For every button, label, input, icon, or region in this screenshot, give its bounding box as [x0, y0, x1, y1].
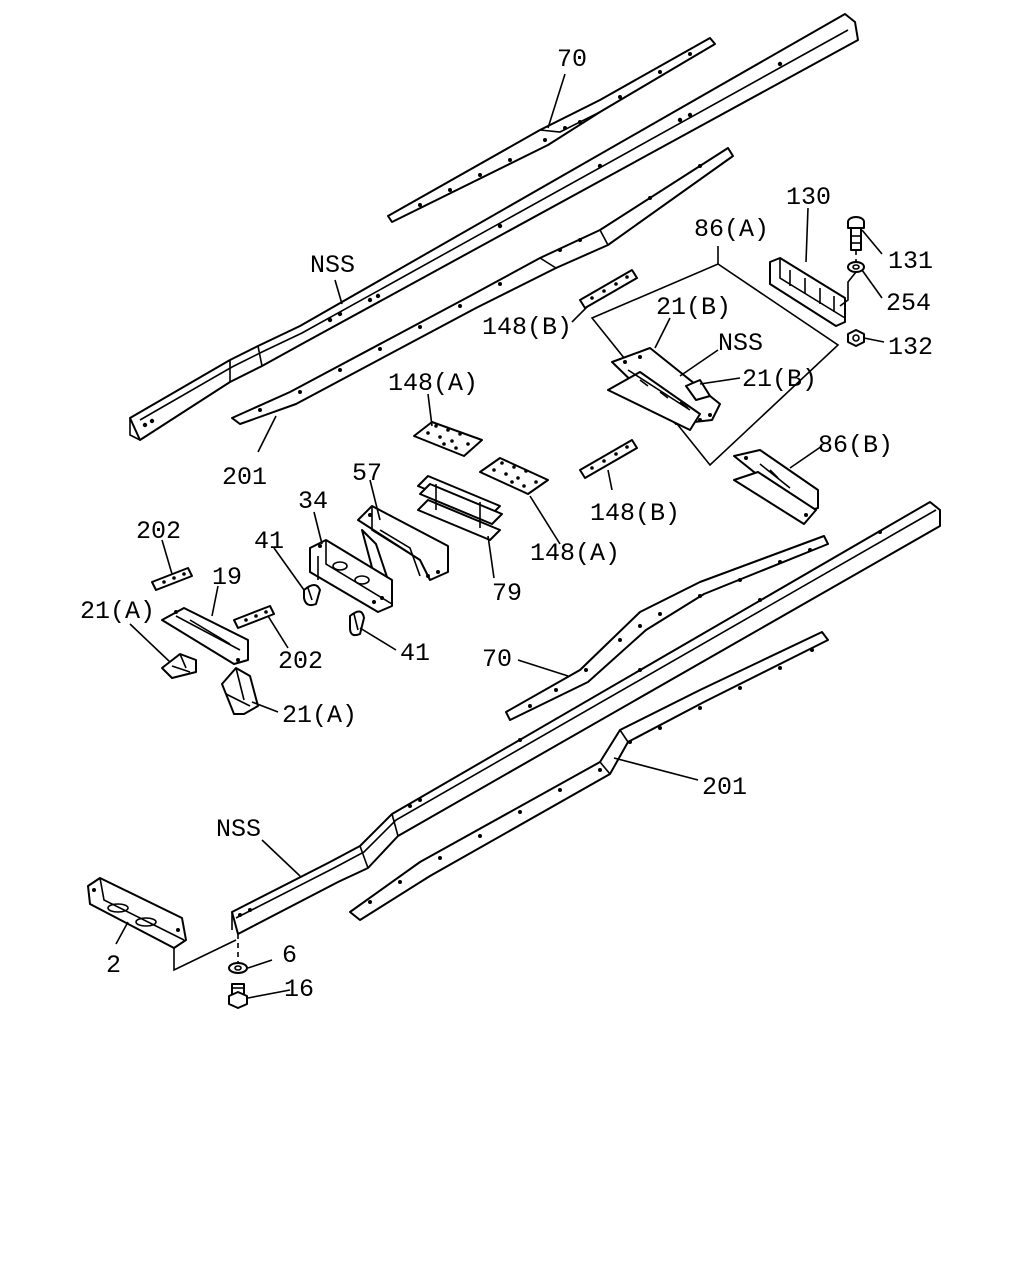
bracket-34	[309, 539, 393, 613]
inner-liner-201-upper	[231, 147, 734, 425]
callout-57: 57	[352, 459, 382, 488]
bracket-21a-lower	[221, 667, 259, 715]
callout-86a: 86(A)	[694, 215, 769, 244]
callout-131: 131	[888, 247, 933, 276]
crossmember-2	[87, 877, 237, 972]
crossmember-19	[161, 607, 249, 665]
callout-201-top: 201	[222, 463, 267, 492]
callout-132: 132	[888, 333, 933, 362]
clip-41-lower	[349, 610, 365, 637]
callout-16: 16	[284, 975, 314, 1004]
callout-21a-2: 21(A)	[282, 701, 357, 730]
plate-202-lower	[233, 605, 275, 629]
callout-70-top: 70	[557, 45, 587, 74]
bolt-dash-line-2	[839, 271, 857, 307]
callout-21b-1: 21(B)	[656, 293, 731, 322]
plate-148b-upper	[579, 269, 638, 309]
plate-202-upper	[151, 567, 193, 591]
bolt-16	[228, 983, 248, 1009]
washer-6	[228, 962, 248, 974]
callout-148b-2: 148(B)	[590, 499, 680, 528]
inner-liner-201-lower	[349, 631, 829, 921]
callout-nss-top: NSS	[310, 251, 355, 280]
callout-254: 254	[886, 289, 931, 318]
callout-148b-1: 148(B)	[482, 313, 572, 342]
callout-34: 34	[298, 487, 328, 516]
bolt-131	[847, 216, 865, 251]
crossmember-86b	[733, 449, 819, 525]
reinforcement-plate-70-upper	[387, 37, 716, 223]
clip-41-upper	[303, 584, 321, 607]
callout-202-1: 202	[136, 517, 181, 546]
callout-21a-1: 21(A)	[80, 597, 155, 626]
callout-41-1: 41	[254, 527, 284, 556]
callout-130: 130	[786, 183, 831, 212]
callout-79: 79	[492, 579, 522, 608]
nut-132	[847, 329, 865, 347]
callout-nss-inset: NSS	[718, 329, 763, 358]
plates-79	[417, 475, 503, 541]
callout-2: 2	[106, 951, 121, 980]
callout-202-2: 202	[278, 647, 323, 676]
upper-side-rail	[129, 13, 859, 441]
plate-148a-lower	[479, 457, 549, 495]
callout-6: 6	[282, 941, 297, 970]
callout-19: 19	[212, 563, 242, 592]
plate-148a-upper	[413, 421, 483, 457]
plate-148b-middle	[579, 439, 638, 479]
callout-labels: 70 NSS 201 130 131 254 132 86(A) 21(B) N…	[80, 45, 933, 1004]
callout-21b-2: 21(B)	[742, 365, 817, 394]
callout-41-2: 41	[400, 639, 430, 668]
leader-lines	[115, 73, 885, 999]
bracket-21a-upper	[161, 653, 197, 679]
bracket-130	[769, 257, 846, 327]
callout-nss-bottom: NSS	[216, 815, 261, 844]
callout-201-bottom: 201	[702, 773, 747, 802]
callout-86b: 86(B)	[818, 431, 893, 460]
crossmember-86a-inset	[590, 263, 840, 467]
callout-148a-1: 148(A)	[388, 369, 478, 398]
crossmember-assembly	[607, 347, 721, 431]
callout-148a-2: 148(A)	[530, 539, 620, 568]
callout-70-bottom: 70	[482, 645, 512, 674]
lower-side-rail	[231, 501, 941, 935]
reinforcement-plate-70-lower	[505, 535, 829, 721]
